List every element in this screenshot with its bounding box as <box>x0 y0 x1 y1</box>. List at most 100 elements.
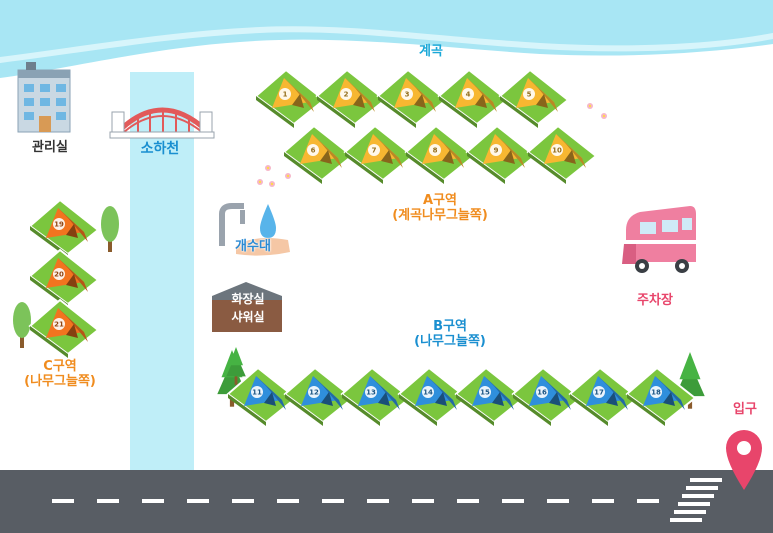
campsite-a-9[interactable]: 9 <box>465 124 537 184</box>
site-number: 2 <box>344 91 349 99</box>
campsite-b-12[interactable]: 12 <box>283 366 355 426</box>
site-number: 8 <box>433 147 438 155</box>
crosswalk-stripe <box>686 486 718 490</box>
site-number: 19 <box>54 221 64 229</box>
campsite-a-2[interactable]: 2 <box>315 68 387 128</box>
lane-dash <box>367 499 389 503</box>
lane-dash <box>637 499 659 503</box>
zone-c-desc: (나무그늘쪽) <box>24 373 96 389</box>
toilet-label-line1: 화장실 <box>231 292 265 306</box>
zone-c-sites: 19 20 21 <box>28 198 100 358</box>
lane-dash <box>592 499 614 503</box>
site-number: 17 <box>594 389 604 397</box>
campsite-a-1[interactable]: 1 <box>254 68 326 128</box>
crosswalk-stripe <box>678 502 710 506</box>
lane-dash <box>547 499 569 503</box>
flower-icon <box>587 103 593 109</box>
zone-a-desc: (계곡나무그늘쪽) <box>392 207 488 223</box>
toilet-label-line2: 샤워실 <box>231 310 265 324</box>
site-number: 4 <box>466 91 471 99</box>
campsite-c-20[interactable]: 20 <box>28 248 100 308</box>
site-number: 11 <box>252 389 262 397</box>
campsite-a-5[interactable]: 5 <box>498 68 570 128</box>
campsite-a-6[interactable]: 6 <box>282 124 354 184</box>
campsite-a-3[interactable]: 3 <box>376 68 448 128</box>
site-number-badge: 19 <box>53 218 65 230</box>
flower-icon <box>257 179 263 185</box>
campsite-a-7[interactable]: 7 <box>343 124 415 184</box>
river-label: 계곡 <box>419 44 443 59</box>
site-number: 9 <box>494 147 499 155</box>
zone-b-name: B구역 <box>433 319 467 334</box>
lane-dash <box>502 499 524 503</box>
campsite-b-18[interactable]: 18 <box>625 366 697 426</box>
site-number: 10 <box>552 147 562 155</box>
site-number: 18 <box>651 389 661 397</box>
lane-dash <box>187 499 209 503</box>
site-number-badge: 8 <box>429 144 441 156</box>
lane-dash <box>457 499 479 503</box>
entrance-label: 입구 <box>733 402 757 417</box>
zone-b-desc: (나무그늘쪽) <box>414 333 486 349</box>
site-number-badge: 7 <box>368 144 380 156</box>
site-number-badge: 4 <box>462 88 474 100</box>
lane-dash <box>277 499 299 503</box>
site-number-badge: 3 <box>401 88 413 100</box>
lane-dash <box>232 499 254 503</box>
site-number-badge: 17 <box>593 386 605 398</box>
site-number: 1 <box>283 91 288 99</box>
campsite-a-4[interactable]: 4 <box>437 68 509 128</box>
water-tap-icon <box>219 203 290 256</box>
site-number: 21 <box>54 321 64 329</box>
tree-icon <box>101 206 119 252</box>
crosswalk-stripe <box>682 494 714 498</box>
toilet-label: 화장실 샤워실 <box>210 290 286 326</box>
small-stream <box>130 72 194 472</box>
site-number-badge: 14 <box>422 386 434 398</box>
site-number: 3 <box>405 91 410 99</box>
site-number-badge: 16 <box>536 386 548 398</box>
office-label: 관리실 <box>32 140 68 155</box>
flower-icon <box>269 181 275 187</box>
entrance-pin-icon <box>726 430 762 490</box>
bridge-label: 소하천 <box>140 141 180 157</box>
office-building-icon <box>17 62 71 133</box>
zone-b-label: B구역 (나무그늘쪽) <box>375 319 525 350</box>
zone-a-sites: 1 2 3 4 5 6 7 8 9 10 <box>254 68 598 184</box>
flower-icon <box>601 113 607 119</box>
site-number-badge: 12 <box>308 386 320 398</box>
site-number: 13 <box>366 389 376 397</box>
campsite-c-21[interactable]: 21 <box>28 298 100 358</box>
river-highlight <box>0 26 773 63</box>
flower-icon <box>265 165 271 171</box>
campsite-a-10[interactable]: 10 <box>526 124 598 184</box>
camper-van-icon <box>622 206 696 273</box>
site-number: 7 <box>372 147 377 155</box>
lane-dash <box>322 499 344 503</box>
crosswalk-stripe <box>674 510 706 514</box>
tree-icon <box>226 347 246 385</box>
site-number-badge: 18 <box>650 386 662 398</box>
site-number-badge: 5 <box>523 88 535 100</box>
tree-icon <box>13 302 31 348</box>
site-number-badge: 9 <box>490 144 502 156</box>
site-number: 6 <box>311 147 316 155</box>
crosswalk-stripe <box>670 518 702 522</box>
lane-dash <box>142 499 164 503</box>
site-number-badge: 15 <box>479 386 491 398</box>
site-number: 15 <box>480 389 490 397</box>
crosswalk-stripe <box>690 478 722 482</box>
road <box>0 470 773 533</box>
site-number: 14 <box>423 389 433 397</box>
campsite-a-8[interactable]: 8 <box>404 124 476 184</box>
bridge-icon <box>109 107 215 139</box>
site-number: 12 <box>309 389 319 397</box>
sink-label: 개수대 <box>235 239 271 254</box>
lane-dash <box>412 499 434 503</box>
site-number-badge: 1 <box>279 88 291 100</box>
river <box>0 0 773 78</box>
campsite-c-19[interactable]: 19 <box>28 198 100 258</box>
site-number-badge: 21 <box>53 318 65 330</box>
